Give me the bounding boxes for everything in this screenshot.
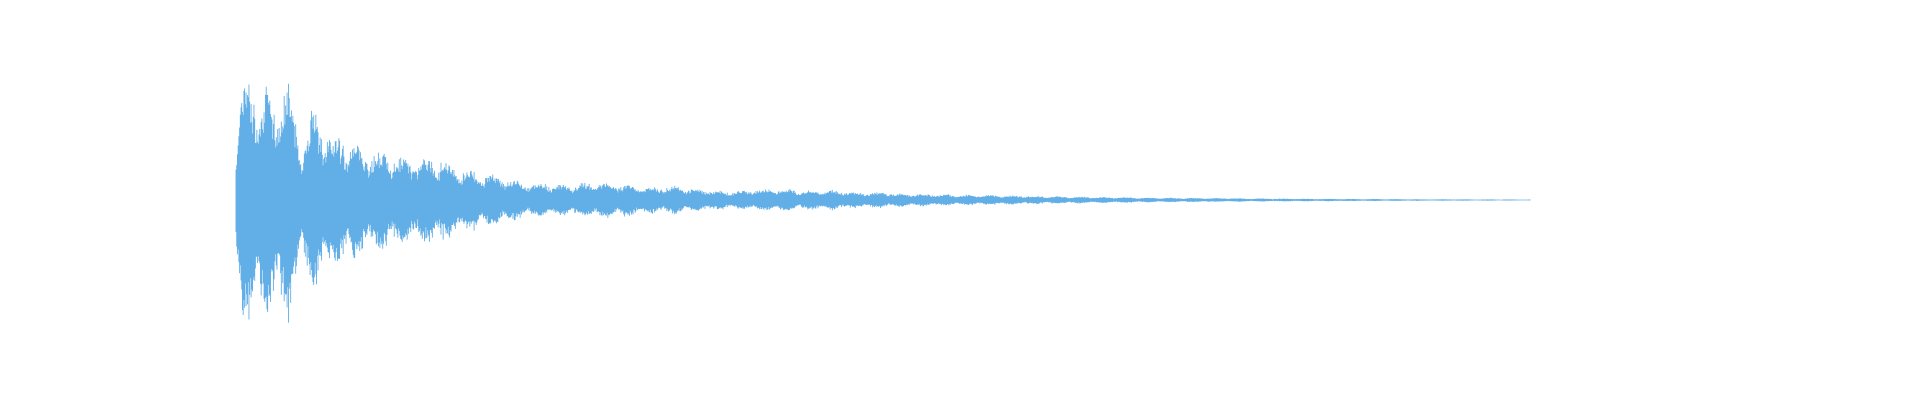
waveform-series — [235, 83, 1531, 323]
waveform-trace — [235, 83, 1531, 323]
waveform-onset-core — [236, 138, 301, 262]
